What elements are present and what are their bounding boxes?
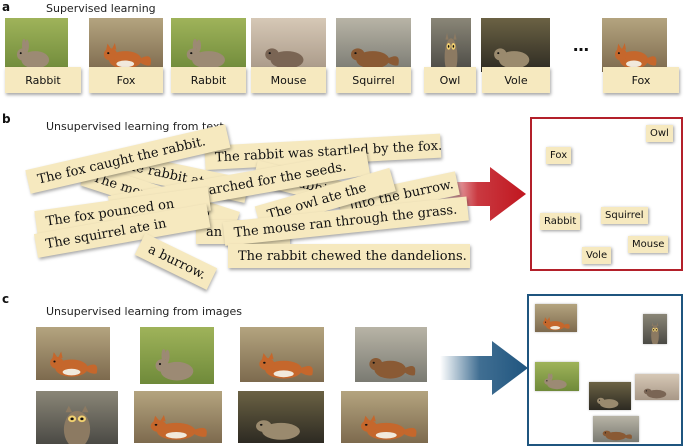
label-tag: Fox — [89, 67, 163, 93]
thumbnail-rabbit — [535, 362, 579, 391]
cluster-label-rabbit: Rabbit — [540, 213, 581, 230]
photo-rabbit — [140, 327, 214, 384]
photo-vole — [238, 391, 324, 443]
label-tag: Fox — [603, 67, 679, 93]
panel-b-letter: b — [2, 112, 11, 126]
label-tag: Vole — [482, 67, 550, 93]
cluster-label-squirrel: Squirrel — [601, 207, 648, 224]
thumbnail-owl — [643, 314, 667, 344]
photo-fox — [602, 18, 667, 72]
panel-a-letter: a — [2, 0, 11, 14]
photo-owl — [36, 391, 118, 444]
thumbnail-vole — [589, 382, 631, 410]
photo-fox — [89, 18, 163, 72]
photo-squirrel — [336, 18, 411, 72]
cluster-label-vole: Vole — [582, 247, 612, 264]
cluster-label-owl: Owl — [646, 125, 673, 142]
text-arrow-icon — [438, 167, 526, 221]
ellipsis: … — [573, 36, 590, 55]
photo-squirrel — [355, 327, 427, 382]
image-embedding-space — [527, 294, 683, 446]
panel-b-title: Unsupervised learning from text — [46, 120, 224, 133]
photo-mouse — [251, 18, 326, 72]
cluster-label-mouse: Mouse — [628, 236, 669, 253]
label-tag: Squirrel — [336, 67, 411, 93]
label-tag: Mouse — [251, 67, 326, 93]
photo-fox — [240, 327, 324, 382]
label-tag: Owl — [424, 67, 476, 93]
thumbnail-mouse — [635, 374, 679, 400]
image-arrow-icon — [440, 341, 528, 395]
panel-a-title: Supervised learning — [46, 2, 156, 15]
photo-fox — [36, 327, 110, 380]
photo-fox — [341, 391, 428, 443]
photo-fox — [134, 391, 222, 443]
label-tag: Rabbit — [5, 67, 81, 93]
photo-rabbit — [5, 18, 68, 72]
photo-vole — [481, 18, 550, 72]
label-tag: Rabbit — [171, 67, 246, 93]
photo-owl — [431, 18, 471, 72]
text-strip: The rabbit chewed the dandelions. — [228, 244, 470, 268]
thumbnail-squirrel — [593, 416, 639, 442]
thumbnail-fox — [535, 304, 577, 332]
cluster-label-fox: Fox — [546, 147, 572, 164]
photo-rabbit — [171, 18, 246, 72]
panel-c-letter: c — [2, 292, 10, 306]
panel-c-title: Unsupervised learning from images — [46, 305, 243, 318]
